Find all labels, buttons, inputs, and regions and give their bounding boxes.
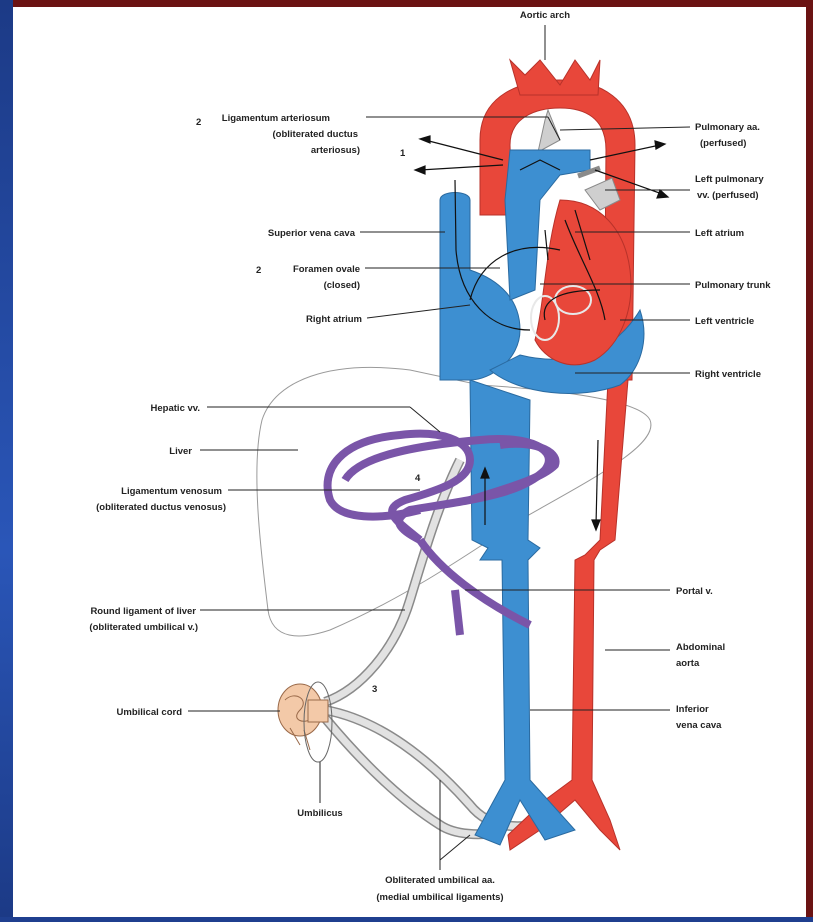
label-hepatic-vv: Hepatic vv. [151,403,200,414]
label-left-atrium: Left atrium [695,228,744,239]
label-aortic-arch: Aortic arch [520,10,570,21]
label-liver: Liver [169,446,192,457]
label-number-2b: 2 [256,265,261,276]
label-pulmonary-aa: Pulmonary aa. [695,122,760,133]
label-ligamentum-arteriosum-2: (obliterated ductus [272,129,358,140]
label-round-ligament: Round ligament of liver [90,606,196,617]
label-number-2a: 2 [196,117,201,128]
label-inferior-vena-cava-2: vena cava [676,720,722,731]
label-superior-vena-cava: Superior vena cava [268,228,356,239]
label-pulmonary-trunk: Pulmonary trunk [695,280,771,291]
label-right-ventricle: Right ventricle [695,369,761,380]
label-umbilical-cord: Umbilical cord [117,707,183,718]
right-border [806,0,813,917]
label-foramen-ovale: Foramen ovale [293,264,360,275]
label-left-ventricle: Left ventricle [695,316,754,327]
label-umbilicus: Umbilicus [297,808,342,819]
inferior-vena-cava [470,380,575,845]
label-ligamentum-arteriosum: Ligamentum arteriosum [222,113,330,124]
label-number-4: 4 [415,473,421,484]
circulation-diagram: Aortic arch 2 Ligamentum arteriosum (obl… [13,7,806,917]
label-round-ligament-2: (obliterated umbilical v.) [89,622,198,633]
label-foramen-ovale-2: (closed) [324,280,360,291]
label-ligamentum-venosum-2: (obliterated ductus venosus) [96,502,226,513]
label-left-pulmonary-vv-2: vv. (perfused) [697,190,759,201]
label-obliterated-umbilical-aa: Obliterated umbilical aa. [385,875,495,886]
round-ligament [325,460,460,702]
aortic-arch-branches [510,60,600,95]
label-number-1: 1 [400,148,406,159]
label-left-pulmonary-vv: Left pulmonary [695,174,764,185]
label-ligamentum-venosum: Ligamentum venosum [121,486,222,497]
label-number-3: 3 [372,684,377,695]
ligamentum-arteriosum [538,110,560,152]
label-obliterated-umbilical-aa-2: (medial umbilical ligaments) [376,892,503,903]
label-right-atrium: Right atrium [306,314,362,325]
diagram-canvas: Aortic arch 2 Ligamentum arteriosum (obl… [13,7,806,917]
umbilical-cord [278,684,328,750]
label-pulmonary-aa-2: (perfused) [700,138,746,149]
label-ligamentum-arteriosum-3: arteriosus) [311,145,360,156]
label-abdominal-aorta-2: aorta [676,658,700,669]
label-abdominal-aorta: Abdominal [676,642,725,653]
left-border [0,0,13,917]
label-inferior-vena-cava: Inferior [676,704,709,715]
top-border [0,0,813,7]
label-portal-v: Portal v. [676,586,713,597]
